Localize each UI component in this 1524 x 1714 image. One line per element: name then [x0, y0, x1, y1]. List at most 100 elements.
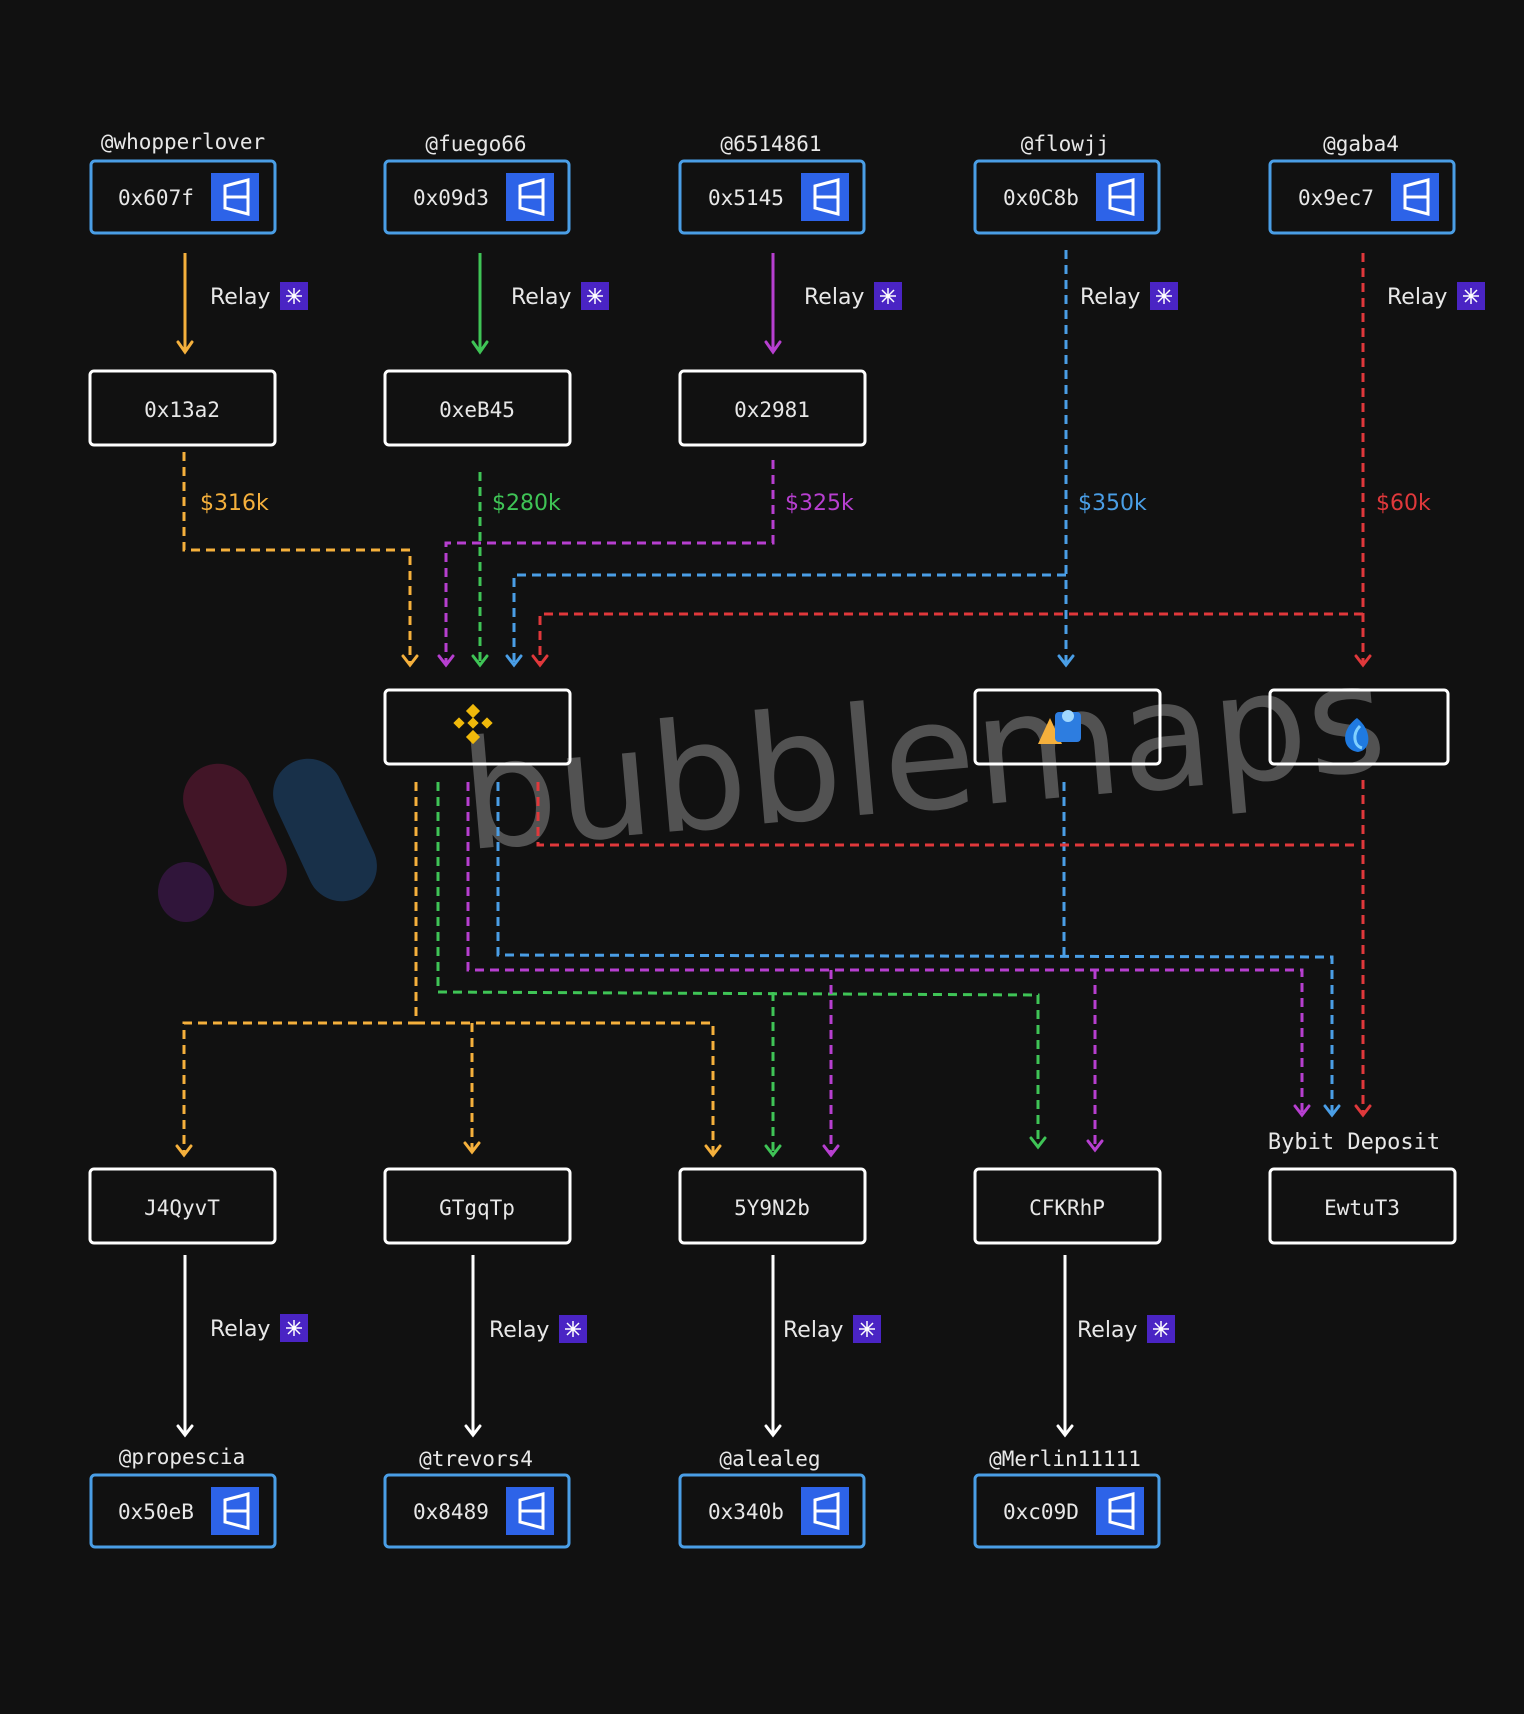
recipient-id: 5Y9N2b [734, 1196, 810, 1220]
recipient-node[interactable]: 5Y9N2b [678, 1167, 867, 1245]
arrow-head [822, 1144, 840, 1158]
exchange-node-2[interactable] [973, 688, 1162, 766]
relay-label-7: Relay [489, 1315, 587, 1343]
arrow-head [1354, 1104, 1372, 1118]
recipient-node[interactable]: GTgqTp [383, 1167, 572, 1245]
watermark-text: bubblemaps [454, 631, 1392, 885]
arrow-head [471, 654, 489, 668]
relay-labels: Relay Relay Relay Relay Relay Relay [210, 282, 1485, 1343]
relay-label-6: Relay [210, 1314, 308, 1342]
wallet-address: 0x340b [708, 1500, 784, 1524]
relay-text: Relay [210, 1317, 270, 1342]
relay-text: Relay [804, 285, 864, 310]
relay-label-5: Relay [1387, 282, 1485, 310]
wallet-handle: @whopperlover [101, 130, 265, 154]
flow-orange-out-2 [416, 1021, 715, 1155]
recipient-id: J4QyvT [144, 1196, 220, 1220]
arrow-head [764, 1424, 782, 1438]
relay-text: Relay [489, 1318, 549, 1343]
arrow-head [1086, 1139, 1104, 1153]
arrow-head [175, 1144, 193, 1158]
flow-red-in [538, 612, 1363, 665]
arrow-heads [175, 340, 1372, 1438]
connectors [182, 250, 1365, 1435]
exchange-node-3[interactable] [1268, 688, 1450, 766]
intermediate-node[interactable]: 0x2981 [678, 369, 867, 447]
recipient-node[interactable]: EwtuT3 [1268, 1167, 1457, 1245]
flow-green-out [436, 782, 1040, 1147]
amount-label: $280k [492, 491, 561, 516]
arrow-head [505, 654, 523, 668]
intermediate-node[interactable]: 0xeB45 [383, 369, 572, 447]
recipient-id: GTgqTp [439, 1196, 515, 1220]
relay-text: Relay [210, 285, 270, 310]
arrow-head [1293, 1104, 1311, 1118]
arrow-head [176, 340, 194, 355]
recipient-id: CFKRhP [1029, 1196, 1105, 1220]
arrow-head [1057, 654, 1075, 668]
arrow-head [464, 1424, 482, 1438]
intermediate-address: 0xeB45 [439, 398, 515, 422]
recipient-node[interactable]: CFKRhP [973, 1167, 1162, 1245]
wallet-node[interactable]: 0x8489 [383, 1473, 571, 1549]
wallet-node[interactable]: 0x09d3 [383, 159, 571, 235]
binance-icon [453, 703, 493, 745]
wallet-handle: @trevors4 [419, 1447, 533, 1471]
bybit-deposit-label: Bybit Deposit [1268, 1130, 1440, 1155]
relay-text: Relay [1077, 1318, 1137, 1343]
wallet-handle: @6514861 [720, 132, 821, 156]
arrow-head [764, 1144, 782, 1158]
wallet-address: 0x09d3 [413, 186, 489, 210]
wallet-node[interactable]: 0xc09D [973, 1473, 1161, 1549]
wallet-address: 0x50eB [118, 1500, 194, 1524]
recipient-id: EwtuT3 [1324, 1196, 1400, 1220]
wallet-address: 0x5145 [708, 186, 784, 210]
flow-purple-out [466, 782, 1304, 1115]
flow-purple-in [444, 460, 775, 665]
arrow-head [437, 654, 455, 668]
intermediate-node[interactable]: 0x13a2 [88, 369, 277, 447]
wallet-node[interactable]: 0x0C8b [973, 159, 1161, 235]
recipient-node[interactable]: J4QyvT [88, 1167, 277, 1245]
amount-label: $60k [1376, 491, 1431, 516]
arrow-head [531, 654, 549, 668]
relay-label-1: Relay [210, 282, 308, 310]
wallet-node[interactable]: 0x50eB [89, 1473, 277, 1549]
flow-orange-out [182, 782, 418, 1155]
flow-orange-in [182, 452, 412, 665]
wallet-node[interactable]: 0x340b [678, 1473, 866, 1549]
flow-blue-out [496, 782, 1334, 1115]
intermediate-address: 0x2981 [734, 398, 810, 422]
relay-label-4: Relay [1080, 282, 1178, 310]
exchange-node-binance[interactable] [383, 688, 572, 766]
relay-label-8: Relay [783, 1315, 881, 1343]
relay-label-2: Relay [511, 282, 609, 310]
arrow-head [463, 1141, 481, 1155]
arrow-head [1354, 654, 1372, 668]
wallet-node[interactable]: 0x607f [89, 159, 277, 235]
arrow-head [176, 1424, 194, 1438]
intermediate-address: 0x13a2 [144, 398, 220, 422]
top-wallets: @whopperlover @fuego66 @6514861 @flowjj … [101, 130, 1399, 156]
wallet-handle: @Merlin11111 [989, 1447, 1141, 1471]
exchange-3-icon [1345, 718, 1369, 752]
flow-red-out [536, 782, 1360, 847]
arrow-head [401, 654, 419, 668]
wallet-handle: @alealeg [719, 1447, 820, 1471]
amount-label: $350k [1078, 491, 1147, 516]
wallet-address: 0x607f [118, 186, 194, 210]
watermark-logo [158, 758, 377, 922]
wallet-node[interactable]: 0x9ec7 [1268, 159, 1456, 235]
arrow-head [1056, 1424, 1074, 1438]
relay-text: Relay [783, 1318, 843, 1343]
wallet-node[interactable]: 0x5145 [678, 159, 866, 235]
exchange-2-icon [1038, 710, 1081, 744]
amount-label: $325k [785, 491, 854, 516]
relay-text: Relay [511, 285, 571, 310]
amount-labels: $316k $280k $325k $350k $60k [200, 491, 1431, 516]
relay-text: Relay [1080, 285, 1140, 310]
bottom-handles: @propescia @trevors4 @alealeg @Merlin111… [119, 1445, 1141, 1471]
arrow-head [1029, 1136, 1047, 1150]
wallet-address: 0xc09D [1003, 1500, 1079, 1524]
flow-blue-in [512, 573, 1066, 665]
